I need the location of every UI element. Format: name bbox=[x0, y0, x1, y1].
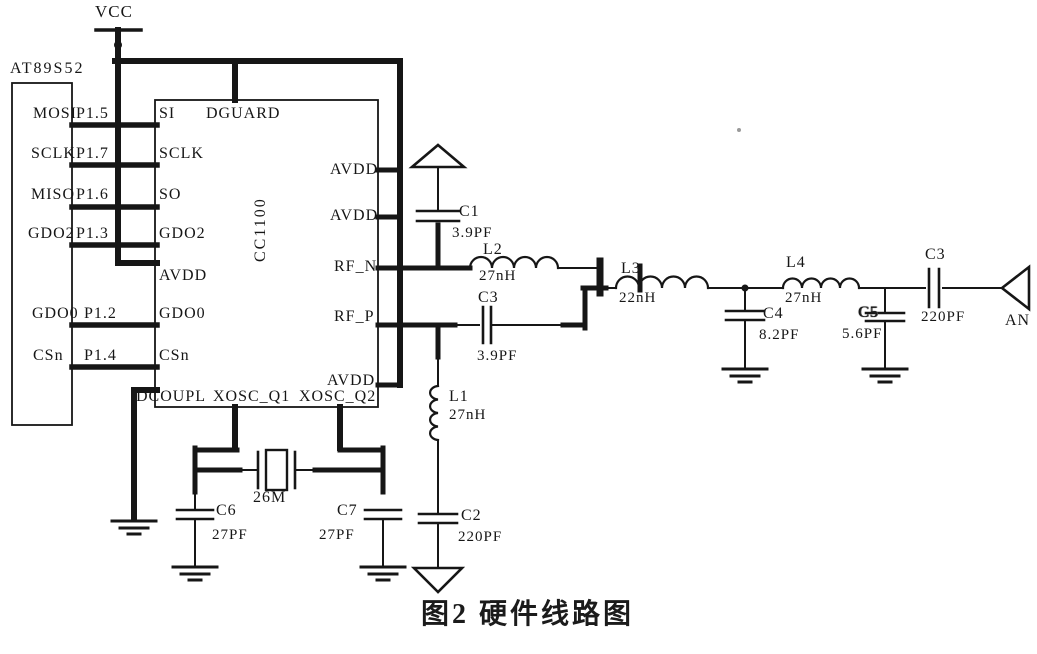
chip-pin-sclk: SCLK bbox=[159, 145, 204, 162]
c3-ant-ref: C3 bbox=[925, 246, 946, 263]
mcu-box bbox=[11, 82, 73, 426]
l1-ref: L1 bbox=[449, 388, 469, 405]
c7-ref: C7 bbox=[337, 502, 358, 519]
ground-icon bbox=[110, 367, 909, 582]
inductor-l2 bbox=[468, 255, 560, 270]
vcc-net-wire bbox=[94, 27, 403, 388]
c3-rfp-value: 3.9PF bbox=[477, 348, 518, 364]
down-triangle-icon bbox=[410, 566, 466, 594]
crystal-icon bbox=[264, 448, 289, 492]
rfp-branch-wire bbox=[375, 285, 609, 345]
mcu-pin-miso: MISO bbox=[31, 186, 76, 203]
chip-pin-gdo2: GDO2 bbox=[159, 225, 206, 242]
chip-pin-avdd-left: AVDD bbox=[159, 267, 208, 284]
chip-pin-xoscq1: XOSC_Q1 bbox=[213, 388, 291, 405]
l1-c2-branch-wire bbox=[410, 322, 466, 594]
inductor-l1 bbox=[429, 384, 440, 442]
chip-pin-rfn: RF_N bbox=[334, 258, 378, 275]
c2-ref: C2 bbox=[461, 507, 482, 524]
mcu-port-p16: P1.6 bbox=[76, 186, 109, 203]
crystal-section-wire bbox=[175, 404, 403, 566]
filter-chain-wire bbox=[602, 263, 1031, 368]
vcc-label: VCC bbox=[95, 2, 133, 21]
antenna-icon bbox=[999, 264, 1031, 312]
c3-ant-value: 220PF bbox=[921, 309, 966, 325]
l2-value: 27nH bbox=[479, 268, 517, 284]
chip-pin-gdo0: GDO0 bbox=[159, 305, 206, 322]
c6-value: 27PF bbox=[212, 527, 248, 543]
mcu-pin-gdo0: GDO0 bbox=[32, 305, 79, 322]
mcu-pin-csn: CSn bbox=[33, 347, 64, 364]
c4-value: 8.2PF bbox=[759, 327, 800, 343]
chip-pin-csn: CSn bbox=[159, 347, 190, 364]
l1-value: 27nH bbox=[449, 407, 487, 423]
mcu-pin-mosi: MOSI bbox=[33, 105, 78, 122]
mcu-port-p15: P1.5 bbox=[76, 105, 109, 122]
chip-pin-dguard: DGUARD bbox=[206, 105, 281, 122]
c5-ref: C5 bbox=[858, 304, 879, 321]
l3-value: 22nH bbox=[619, 290, 657, 306]
c2-value: 220PF bbox=[458, 529, 503, 545]
crystal-value: 26M bbox=[253, 489, 287, 506]
l2-ref: L2 bbox=[483, 241, 503, 258]
mcu-port-p14: P1.4 bbox=[84, 347, 117, 364]
mcu-port-p17: P1.7 bbox=[76, 145, 109, 162]
mcu-pin-gdo2: GDO2 bbox=[28, 225, 75, 242]
c7-value: 27PF bbox=[319, 527, 355, 543]
dcoupl-wire bbox=[131, 387, 160, 521]
inductor-l3 bbox=[614, 275, 710, 290]
mcu-port-p13: P1.3 bbox=[76, 225, 109, 242]
c4-ref: C4 bbox=[763, 305, 784, 322]
chip-pin-avdd3: AVDD bbox=[327, 372, 376, 389]
chip-pin-avdd2: AVDD bbox=[330, 207, 379, 224]
mcu-port-p12: P1.2 bbox=[84, 305, 117, 322]
c5-value: 5.6PF bbox=[842, 326, 883, 342]
c1-value: 3.9PF bbox=[452, 225, 493, 241]
antenna-label: AN bbox=[1005, 312, 1031, 329]
l4-ref: L4 bbox=[786, 254, 806, 271]
chip-pin-si: SI bbox=[159, 105, 176, 122]
chip-pin-dcoupl: DCOUPL bbox=[136, 388, 207, 405]
chip-title: CC1100 bbox=[252, 197, 269, 262]
l3-ref: L3 bbox=[621, 260, 641, 277]
c1-ref: C1 bbox=[459, 203, 480, 220]
supply-triangle-icon bbox=[408, 143, 468, 169]
l4-value: 27nH bbox=[785, 290, 823, 306]
figure-caption: 图2 硬件线路图 bbox=[421, 599, 635, 630]
chip-pin-xoscq2: XOSC_Q2 bbox=[299, 388, 377, 405]
spi-bus-wires bbox=[69, 122, 160, 370]
chip-pin-rfp: RF_P bbox=[334, 308, 375, 325]
rfn-branch-wire bbox=[375, 143, 604, 297]
inductor-l4 bbox=[781, 277, 861, 290]
chip-pin-so: SO bbox=[159, 186, 182, 203]
mcu-pin-sclk: SCLK bbox=[31, 145, 76, 162]
chip-pin-avdd1: AVDD bbox=[330, 161, 379, 178]
c3-rfp-ref: C3 bbox=[478, 289, 499, 306]
mcu-title: AT89S52 bbox=[10, 60, 85, 77]
rf-chip-box bbox=[154, 99, 379, 408]
scan-speck bbox=[737, 128, 741, 132]
c6-ref: C6 bbox=[216, 502, 237, 519]
